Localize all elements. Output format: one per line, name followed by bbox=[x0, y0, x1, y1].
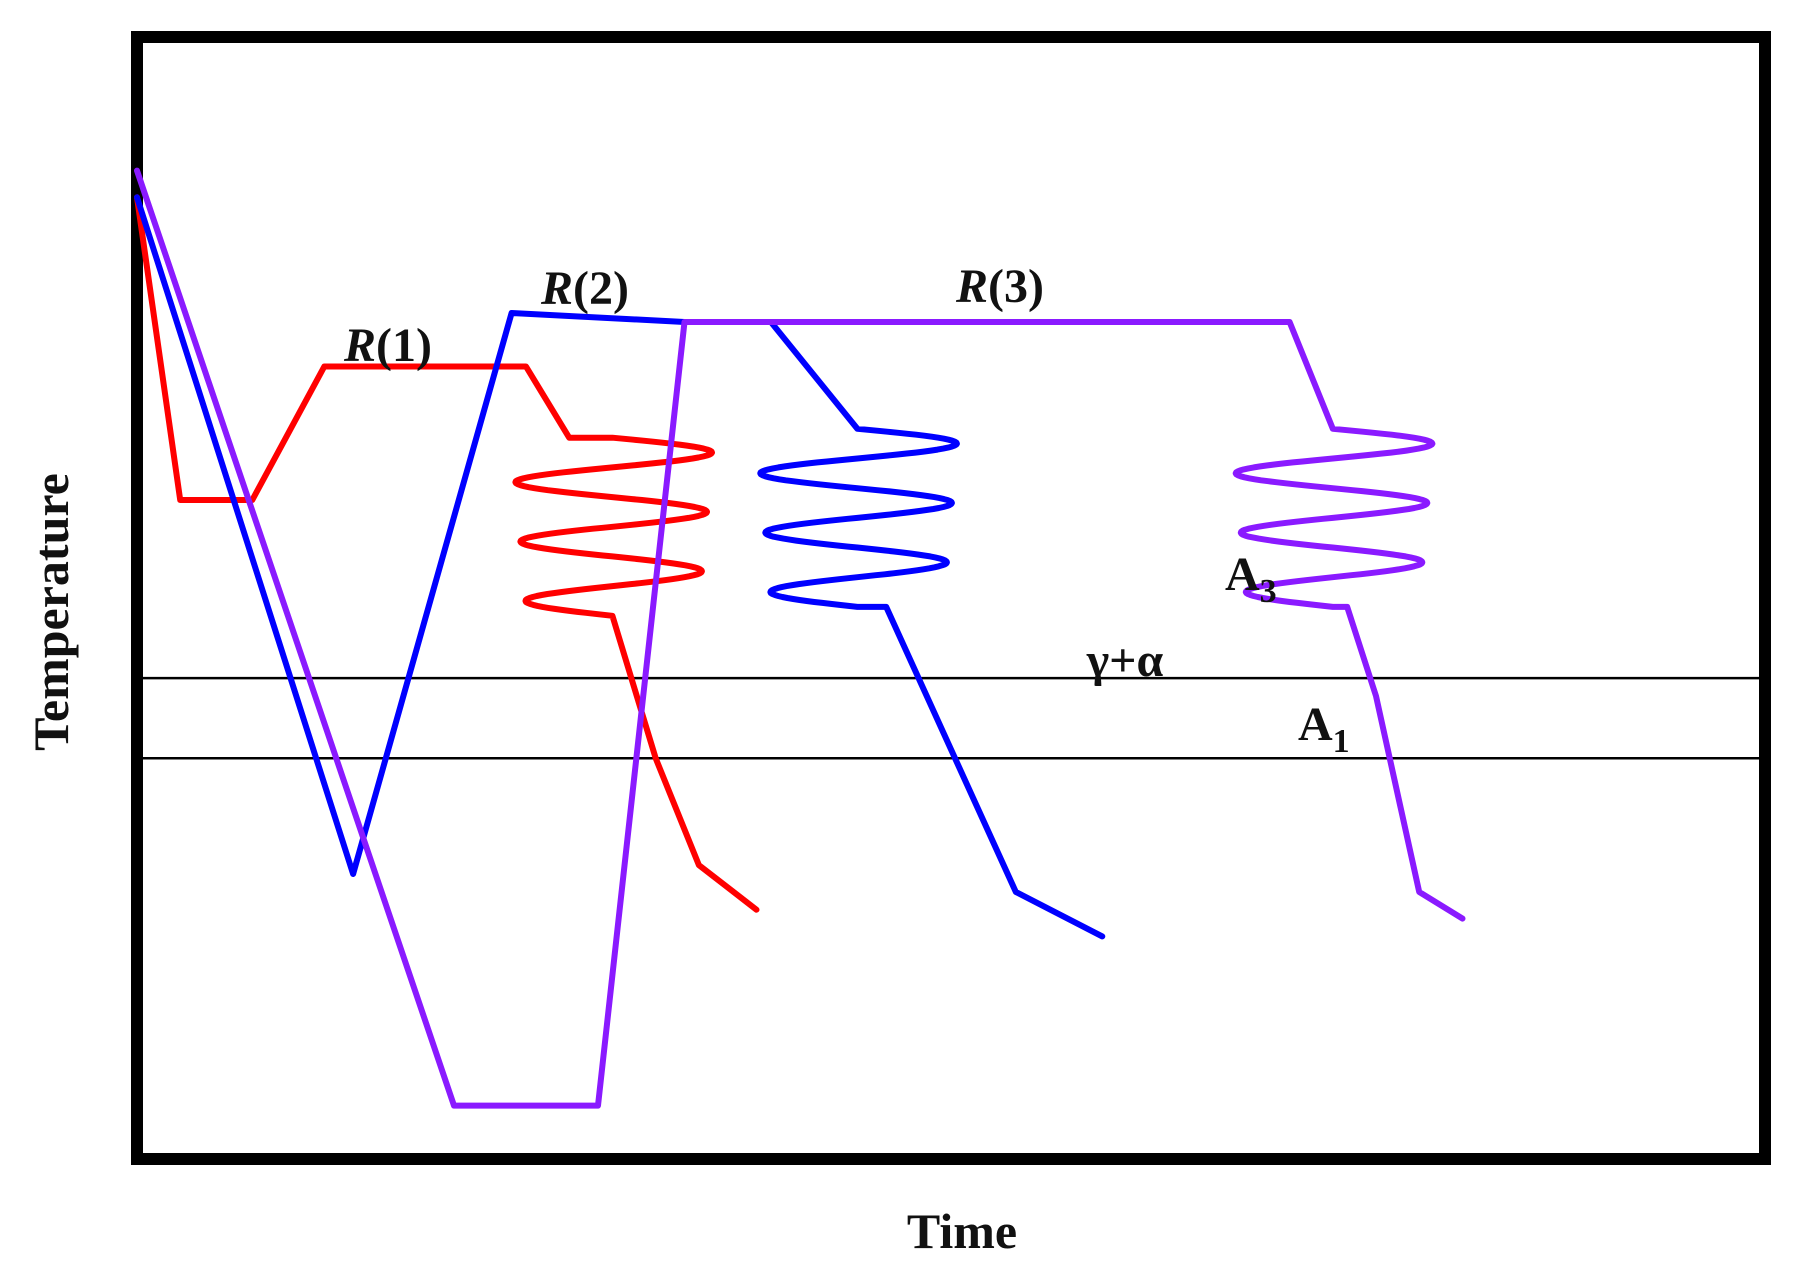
region-label: γ+α bbox=[1086, 634, 1164, 687]
series-line-r3 bbox=[134, 167, 1466, 1109]
r3-label: R(3) bbox=[955, 260, 1044, 313]
a3-label: A3 bbox=[1225, 548, 1277, 610]
x-axis-title: Time bbox=[907, 1203, 1017, 1259]
y-axis-title: Temperature bbox=[23, 473, 79, 751]
r2-label: R(2) bbox=[540, 262, 629, 315]
plot-frame bbox=[131, 31, 1771, 1165]
series-line-r1 bbox=[134, 194, 760, 913]
series-layer bbox=[134, 167, 1466, 1109]
a1-label: A1 bbox=[1298, 698, 1350, 760]
series-line-r2 bbox=[134, 194, 1106, 940]
r1-label: R(1) bbox=[343, 319, 432, 372]
